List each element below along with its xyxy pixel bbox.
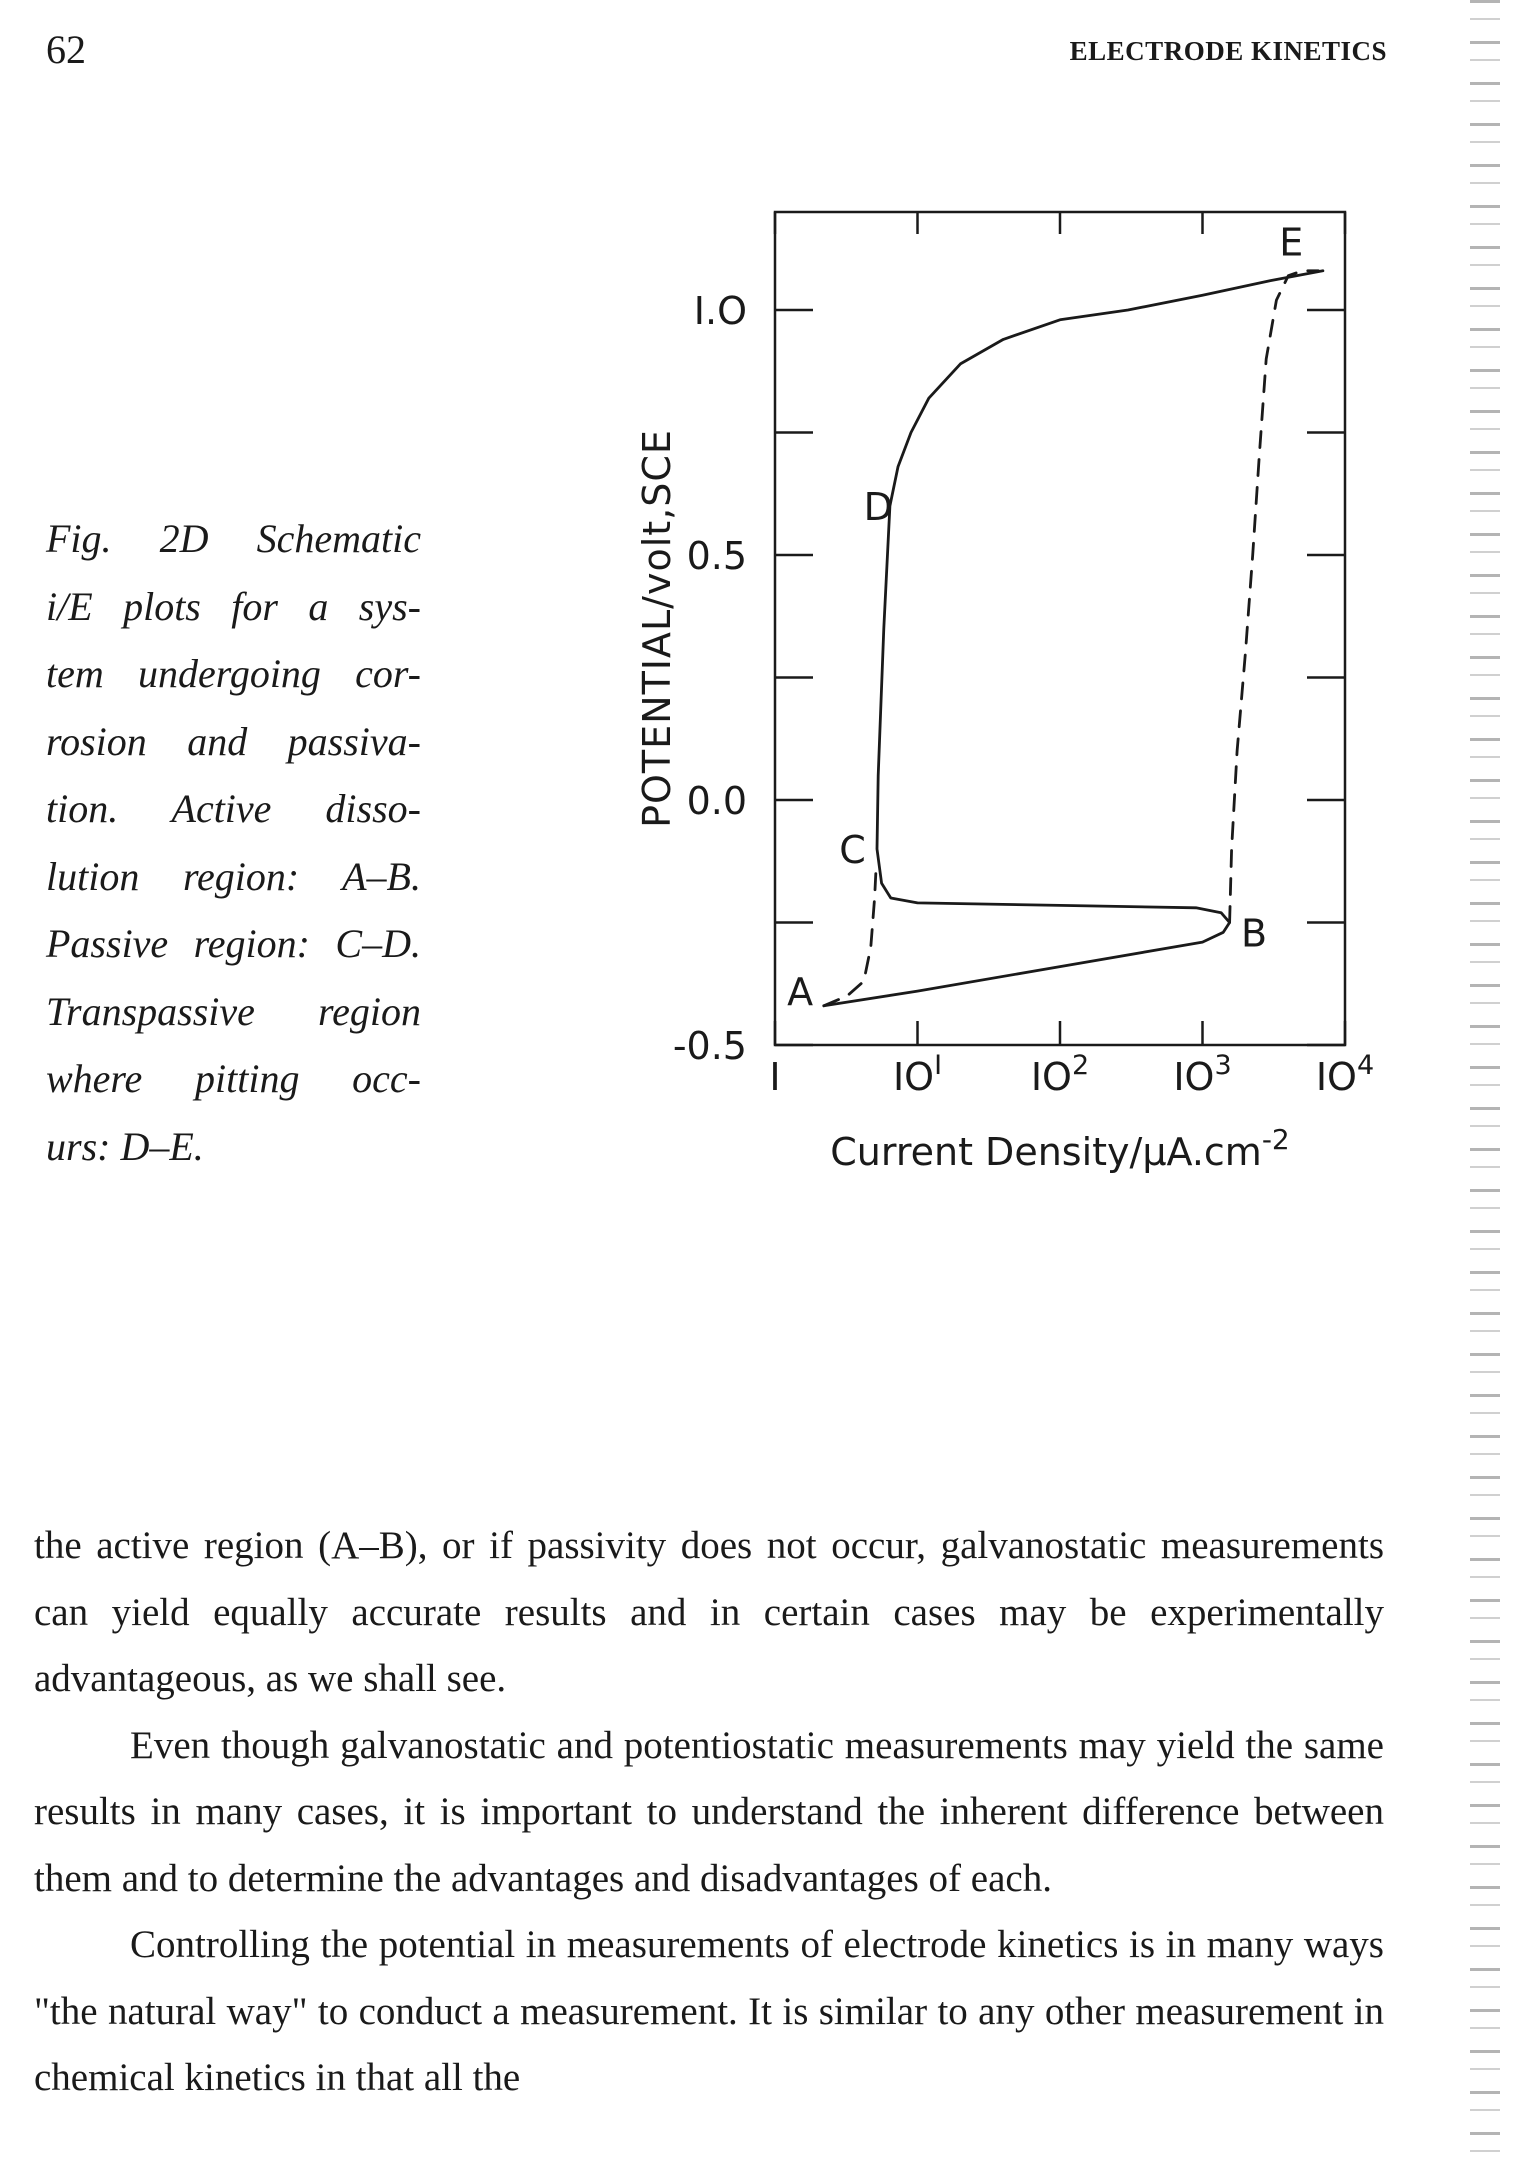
- y-tick-label: 0.5: [687, 534, 747, 578]
- paragraph: the active region (A–B), or if passivity…: [34, 1524, 1384, 1700]
- y-tick-label: -0.5: [673, 1024, 747, 1068]
- paragraph: Even though galvanostatic and potentiost…: [34, 1723, 1384, 1900]
- point-label: E: [1279, 220, 1303, 264]
- x-tick-label: IO4: [1316, 1050, 1374, 1099]
- x-axis-label: Current Density/μA.cm-2: [830, 1123, 1290, 1174]
- point-label: A: [787, 970, 813, 1014]
- y-tick-label: 0.0: [687, 779, 747, 823]
- caption-line: tem undergoing cor-: [46, 651, 421, 696]
- x-tick-label: IO2: [1031, 1050, 1089, 1099]
- y-axis-label: POTENTIAL/volt,SCE: [635, 429, 679, 828]
- caption-line: Fig. 2D Schematic: [46, 516, 421, 561]
- paragraph: Controlling the potential in measurement…: [34, 1923, 1384, 2099]
- y-tick-label: I.O: [694, 289, 747, 333]
- x-tick-label: IOI: [893, 1050, 942, 1099]
- page-number: 62: [46, 27, 86, 72]
- x-tick-label: I: [769, 1055, 780, 1099]
- caption-line: Transpassive region: [46, 988, 421, 1034]
- dashed-curve: [1228, 269, 1320, 924]
- point-label: B: [1241, 911, 1267, 955]
- caption-line: rosion and passiva-: [46, 718, 421, 764]
- caption-line: urs: D–E.: [46, 1123, 204, 1169]
- caption-line: i/E plots for a sys-: [46, 583, 421, 629]
- point-label: D: [864, 485, 893, 529]
- caption-line: where pitting occ-: [46, 1056, 421, 1101]
- figure-caption: Fig. 2D Schematic i/E plots for a sys- t…: [46, 505, 421, 1180]
- x-tick-label: IO3: [1173, 1050, 1231, 1099]
- scan-edge-artifact: [1470, 0, 1500, 2163]
- dashed-curve: [822, 872, 878, 1008]
- solid-curve: [822, 269, 1325, 1008]
- point-label: C: [839, 828, 866, 872]
- body-text: the active region (A–B), or if passivity…: [34, 1513, 1384, 2112]
- caption-line: tion. Active disso-: [46, 786, 421, 831]
- running-head: ELECTRODE KINETICS: [1069, 36, 1387, 66]
- caption-line: lution region: A–B.: [46, 853, 421, 899]
- caption-line: Passive region: C–D.: [46, 921, 421, 966]
